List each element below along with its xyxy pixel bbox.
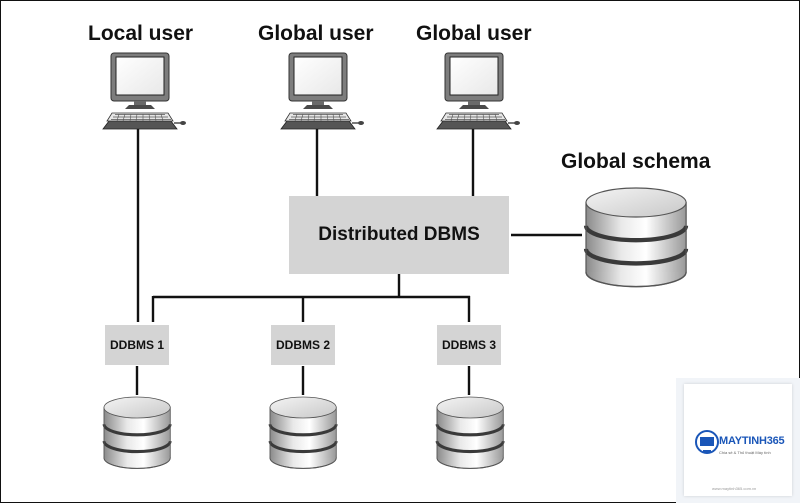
ddbms-node-2-label: DDBMS 2 <box>275 338 330 352</box>
connector-lines <box>135 128 582 395</box>
ddbms-node-1-label: DDBMS 1 <box>109 338 164 352</box>
watermark-brand-text: MAYTINH365 <box>719 435 785 447</box>
user-label-global-1: Global user <box>258 22 374 45</box>
ddbms-node-1-box: DDBMS 1 <box>105 325 169 365</box>
distributed-dbms-label: Distributed DBMS <box>318 224 480 245</box>
global-schema-label: Global schema <box>561 150 711 173</box>
user-label-global-2: Global user <box>416 22 532 45</box>
ddbms-node-3-label: DDBMS 3 <box>441 338 496 352</box>
watermark-url: www.maytinh365.com.vn <box>712 486 757 491</box>
user-label-local: Local user <box>88 22 194 45</box>
ddbms-node-3-box: DDBMS 3 <box>437 325 501 365</box>
ddbms-node-2-box: DDBMS 2 <box>271 325 335 365</box>
distributed-dbms-box: Distributed DBMS <box>289 196 509 274</box>
watermark-tagline: Chia sẻ & Thủ thuật Máy tính <box>719 450 771 455</box>
